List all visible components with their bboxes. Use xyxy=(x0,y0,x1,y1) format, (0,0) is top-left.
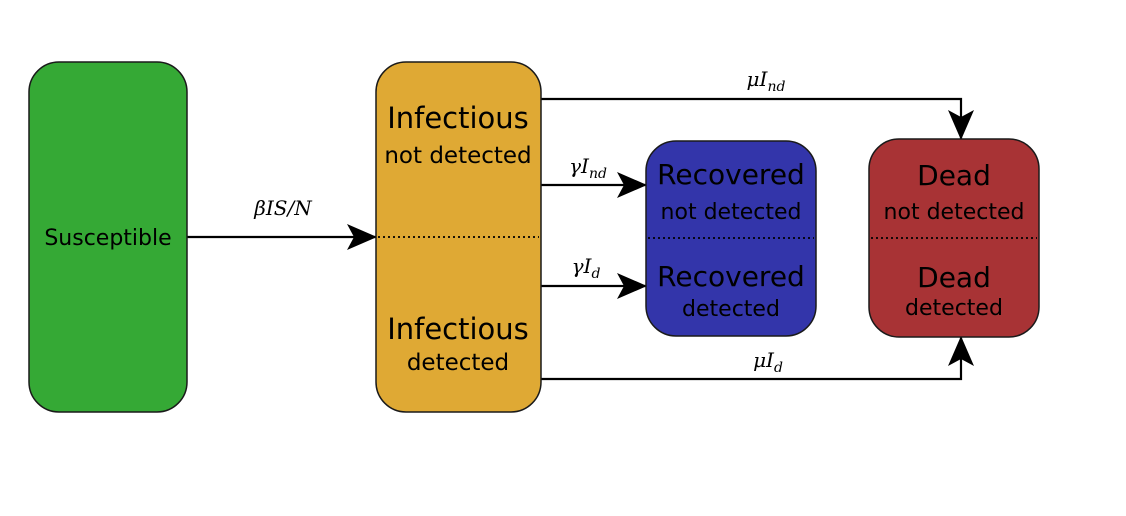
edge-death-not-detected: μInd xyxy=(541,67,974,140)
dead-box xyxy=(868,138,1040,338)
dead-d-subtitle: detected xyxy=(905,296,1003,321)
recovered-nd-subtitle: not detected xyxy=(661,200,802,225)
recovered-nd-title: Recovered xyxy=(657,158,805,191)
dead-nd-title: Dead xyxy=(917,159,991,192)
susceptible-label: Susceptible xyxy=(44,226,171,251)
recovery-nd-rate-label: γInd xyxy=(569,154,607,182)
death-d-rate-label: μId xyxy=(753,348,783,376)
node-susceptible: Susceptible xyxy=(28,61,188,413)
recovered-d-subtitle: detected xyxy=(682,297,780,322)
death-nd-arrow xyxy=(541,97,974,140)
edge-recovery-not-detected: γInd xyxy=(541,154,647,198)
node-recovered: Recovered not detected Recovered detecte… xyxy=(645,140,817,337)
edge-recovery-detected: γId xyxy=(541,254,647,299)
infectious-d-title: Infectious xyxy=(387,312,529,346)
infectious-nd-subtitle: not detected xyxy=(384,143,531,169)
dead-d-title: Dead xyxy=(917,261,991,294)
recovered-d-title: Recovered xyxy=(657,260,805,293)
edge-infection: βIS/N xyxy=(187,196,377,250)
infection-rate-label: βIS/N xyxy=(253,196,313,220)
susceptible-box xyxy=(28,61,188,413)
death-d-arrow xyxy=(541,336,974,381)
infectious-nd-title: Infectious xyxy=(387,101,529,135)
infectious-d-subtitle: detected xyxy=(407,350,509,376)
node-infectious: Infectious not detected Infectious detec… xyxy=(375,61,542,413)
recovery-d-rate-label: γId xyxy=(572,254,601,282)
death-nd-rate-label: μInd xyxy=(747,67,786,95)
edge-death-detected: μId xyxy=(541,336,974,381)
recovered-box xyxy=(645,140,817,337)
dead-nd-subtitle: not detected xyxy=(884,200,1025,225)
node-dead: Dead not detected Dead detected xyxy=(868,138,1040,338)
